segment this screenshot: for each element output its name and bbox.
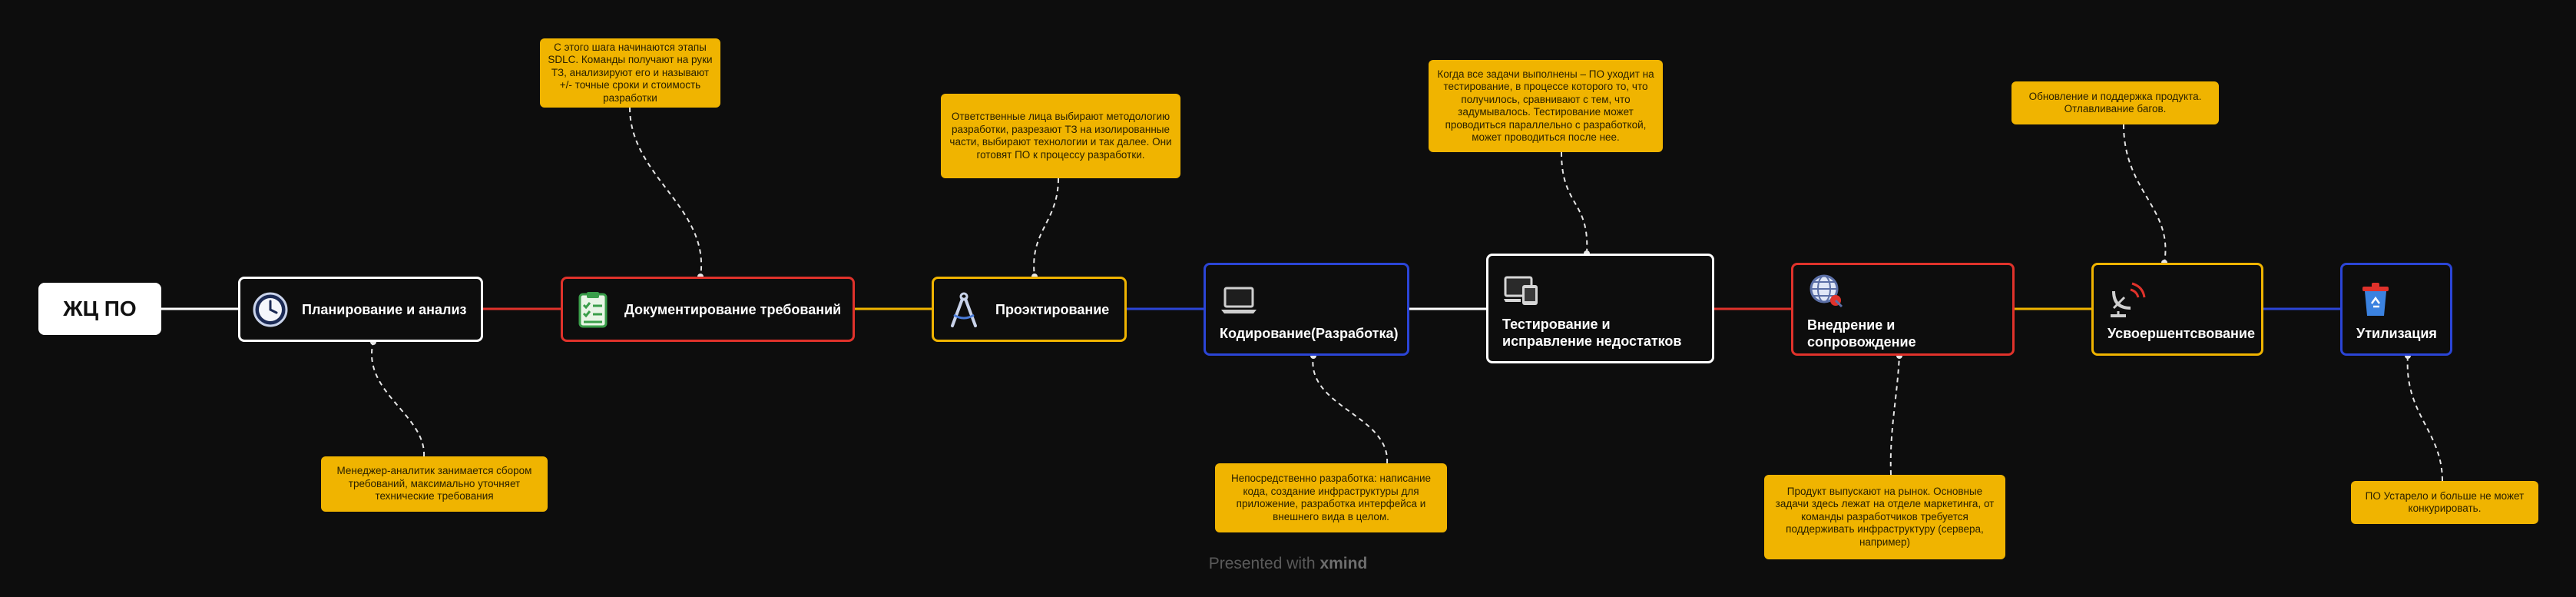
- footer-prefix: Presented with: [1208, 555, 1316, 572]
- clock-icon: [251, 290, 290, 329]
- note-callout-2[interactable]: С этого шага начинаются этапы SDLC. Кома…: [540, 38, 720, 108]
- stage-node-7[interactable]: Усвоершентсвование: [2091, 263, 2263, 356]
- laptop-icon: [1220, 280, 1258, 319]
- note-callout-1[interactable]: Менеджер-аналитик занимается сбором треб…: [321, 456, 548, 512]
- stage-label: Утилизация: [2356, 325, 2437, 341]
- note-text: Ответственные лица выбирают методологию …: [949, 111, 1172, 161]
- note-callout-5[interactable]: Когда все задачи выполнены – ПО уходит н…: [1429, 60, 1663, 152]
- stage-label: Внедрение и сопровождение: [1807, 317, 1916, 350]
- note-link-1: [371, 341, 425, 457]
- stage-label: Планирование и анализ: [302, 301, 467, 317]
- stage-label: Документирование требований: [624, 301, 842, 317]
- stage-node-3[interactable]: Проэктирование: [932, 277, 1127, 342]
- note-link-2: [629, 107, 703, 277]
- stage-node-2[interactable]: Документирование требований: [561, 277, 855, 342]
- stage-node-6[interactable]: Внедрение и сопровождение: [1791, 263, 2015, 356]
- note-link-6: [1889, 355, 1900, 476]
- footer-credit: Presented with xmind: [0, 555, 2576, 573]
- note-link-3: [1033, 177, 1059, 277]
- compass-icon: [945, 290, 983, 329]
- note-callout-8[interactable]: ПО Устарело и больше не может конкуриров…: [2351, 481, 2538, 524]
- checklist-icon: [574, 290, 612, 329]
- note-link-8: [2406, 355, 2443, 482]
- stage-label: Проэктирование: [995, 301, 1110, 317]
- note-link-7: [2123, 124, 2167, 264]
- stage-node-5[interactable]: Тестирование и исправление недостатков: [1486, 254, 1714, 363]
- stage-label: Усвоершентсвование: [2107, 325, 2255, 341]
- satellite-icon: [2107, 280, 2146, 319]
- note-callout-6[interactable]: Продукт выпускают на рынок. Основные зад…: [1764, 475, 2005, 559]
- note-text: Менеджер-аналитик занимается сбором треб…: [336, 465, 532, 502]
- note-text: Непосредственно разработка: написание ко…: [1230, 473, 1432, 522]
- note-text: С этого шага начинаются этапы SDLC. Кома…: [548, 41, 713, 104]
- devices-icon: [1502, 271, 1541, 310]
- note-text: ПО Устарело и больше не может конкуриров…: [2365, 489, 2525, 515]
- note-text: Когда все задачи выполнены – ПО уходит н…: [1437, 68, 1654, 144]
- root-label: ЖЦ ПО: [63, 297, 137, 320]
- stage-node-4[interactable]: Кодирование(Разработка): [1204, 263, 1409, 356]
- note-link-4: [1312, 355, 1389, 464]
- root-node[interactable]: ЖЦ ПО: [38, 283, 161, 335]
- note-link-5: [1561, 151, 1588, 254]
- footer-brand: xmind: [1319, 555, 1368, 572]
- recycle-bin-icon: [2356, 280, 2395, 319]
- note-callout-7[interactable]: Обновление и поддержка продукта. Отлавли…: [2011, 81, 2219, 124]
- stage-node-1[interactable]: Планирование и анализ: [238, 277, 483, 342]
- note-text: Продукт выпускают на рынок. Основные зад…: [1775, 485, 1995, 548]
- note-callout-4[interactable]: Непосредственно разработка: написание ко…: [1215, 463, 1447, 532]
- globe-icon: [1807, 272, 1846, 310]
- stage-label: Кодирование(Разработка): [1220, 325, 1399, 341]
- note-text: Обновление и поддержка продукта. Отлавли…: [2028, 90, 2202, 115]
- note-callout-3[interactable]: Ответственные лица выбирают методологию …: [941, 94, 1180, 178]
- stage-label: Тестирование и исправление недостатков: [1502, 316, 1682, 349]
- stage-node-8[interactable]: Утилизация: [2340, 263, 2452, 356]
